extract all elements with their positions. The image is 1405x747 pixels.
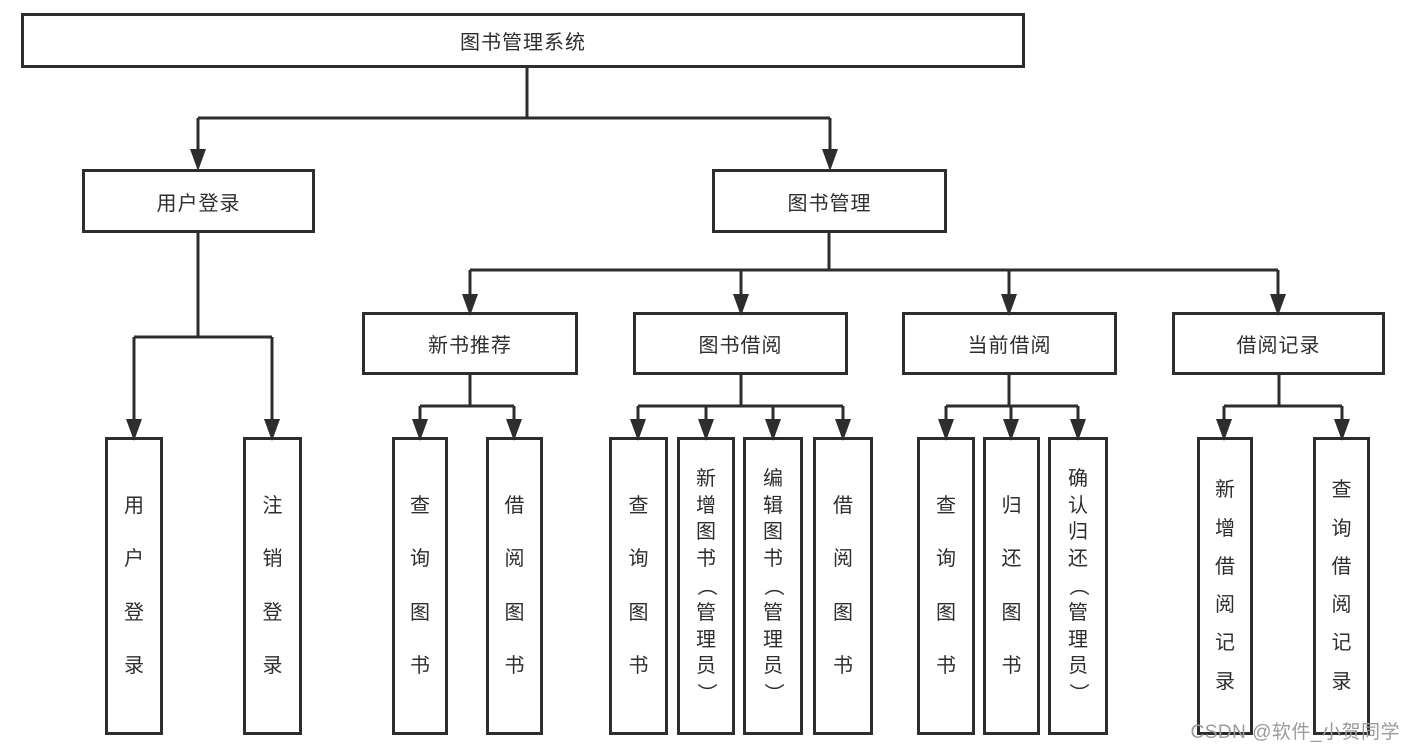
node-book-management: 图书管理 <box>712 169 947 233</box>
leaf-logout: 注销登录 <box>243 437 302 735</box>
leaf-query-book-current: 查询图书 <box>917 437 975 735</box>
leaf-confirm-return-admin: 确认归还（管理员） <box>1048 437 1108 735</box>
node-new-book-recommend: 新书推荐 <box>362 312 578 375</box>
leaf-query-borrow-record: 查询借阅记录 <box>1313 437 1370 735</box>
leaf-borrow-book: 借阅图书 <box>813 437 873 735</box>
node-library-system: 图书管理系统 <box>21 13 1025 68</box>
leaf-edit-book-admin: 编辑图书（管理员） <box>743 437 803 735</box>
leaf-add-book-admin: 新增图书（管理员） <box>677 437 735 735</box>
node-current-borrow: 当前借阅 <box>902 312 1117 375</box>
leaf-query-book-borrow: 查询图书 <box>609 437 668 735</box>
node-borrow-record: 借阅记录 <box>1172 312 1385 375</box>
leaf-query-book-recommend: 查询图书 <box>392 437 448 735</box>
node-book-borrow: 图书借阅 <box>633 312 848 375</box>
node-user-login: 用户登录 <box>82 169 315 233</box>
leaf-user-login: 用户登录 <box>105 437 163 735</box>
leaf-add-borrow-record: 新增借阅记录 <box>1197 437 1253 735</box>
leaf-borrow-book-recommend: 借阅图书 <box>486 437 543 735</box>
leaf-return-book: 归还图书 <box>983 437 1040 735</box>
csdn-watermark: CSDN @软件_小贺同学 <box>1190 722 1400 743</box>
